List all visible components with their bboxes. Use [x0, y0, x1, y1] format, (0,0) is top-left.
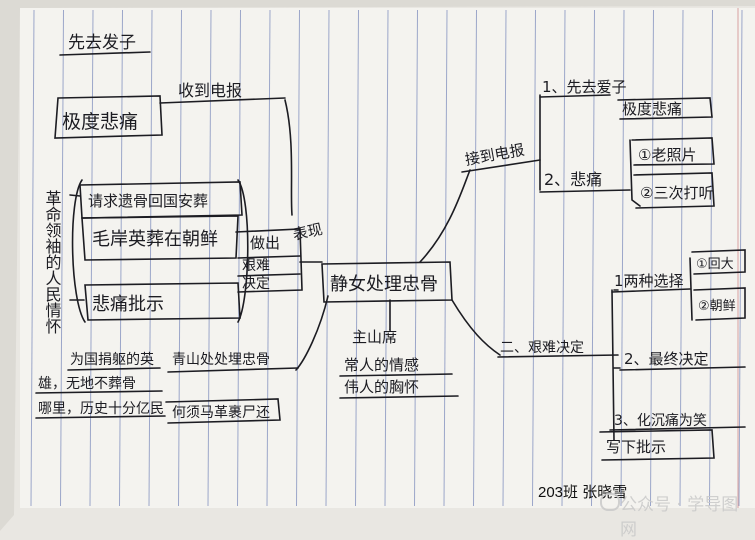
- ruled-line: [266, 9, 271, 507]
- bracket-r5-r6: [629, 139, 641, 207]
- ruled-line: [591, 9, 595, 507]
- underline-r12: [609, 426, 746, 431]
- underline-l15: [167, 367, 299, 373]
- text-l6: 悲痛批示: [92, 294, 164, 315]
- connector-center-r1: [419, 169, 471, 263]
- text-r8: 1两种选择: [614, 272, 684, 290]
- text-l12: 为国捐躯的英: [70, 351, 154, 368]
- text-b2: 常人的情感: [344, 356, 419, 374]
- text-l11: 革命领袖的人民情怀: [43, 190, 62, 334]
- text-r6: ②三次打听: [640, 184, 713, 202]
- connector-l3-l7: [284, 99, 293, 216]
- text-l13: 雄，无地不葬骨: [38, 376, 136, 392]
- ruled-line: [502, 9, 507, 507]
- box-r4: [539, 189, 631, 193]
- box-l2: [54, 95, 163, 139]
- ruled-line: [473, 9, 477, 507]
- text-b3: 伟人的胸怀: [344, 378, 419, 396]
- underline-r7: [497, 354, 619, 358]
- text-l4: 请求遗骨回国安葬: [88, 192, 208, 210]
- connector-center-bottom-left: [295, 295, 329, 371]
- bracket-right: [237, 179, 249, 323]
- ruled-line: [650, 9, 654, 507]
- underline-l13: [35, 390, 163, 394]
- text-r3: 极度悲痛: [622, 100, 682, 118]
- bracket-left: [71, 179, 86, 323]
- ruled-line: [679, 9, 684, 507]
- text-l3: 收到电报: [178, 81, 242, 100]
- text-r4: 2、悲痛: [544, 170, 602, 189]
- ruled-line: [60, 9, 64, 507]
- connector-l10-l11: [69, 194, 85, 301]
- text-l8: 艰难: [242, 258, 270, 274]
- text-l2: 极度悲痛: [62, 111, 138, 133]
- ruled-line: [148, 9, 153, 507]
- underline-r11: [619, 366, 746, 371]
- text-r11: 2、最终决定: [624, 350, 709, 368]
- ruled-line: [30, 9, 35, 507]
- text-l5: 毛岸英葬在朝鲜: [92, 229, 218, 250]
- ruled-line: [738, 9, 743, 507]
- ruled-line: [414, 9, 418, 507]
- ruled-lines: [30, 9, 743, 507]
- box-r9: [691, 249, 746, 275]
- underline-l1: [59, 51, 151, 56]
- ruled-line: [296, 9, 300, 507]
- box-r5: [631, 137, 715, 166]
- underline-r2: [539, 94, 611, 98]
- text-r9: ①回大: [696, 257, 734, 272]
- divider-l9: [237, 273, 301, 277]
- text-l14: 哪里，历史十分亿民: [38, 401, 164, 417]
- line-l3: [159, 97, 286, 104]
- ruled-line: [443, 9, 448, 507]
- ruled-line: [620, 9, 625, 507]
- box-r13: [599, 429, 715, 461]
- ruled-line: [384, 9, 389, 507]
- bracket-r9-r10: [689, 257, 693, 321]
- box-r10: [693, 287, 746, 321]
- ruled-line: [561, 9, 566, 507]
- divider-l8: [237, 255, 301, 259]
- text-r12: 3、化沉痛为笑: [614, 412, 707, 429]
- ruled-line: [709, 9, 713, 507]
- ruled-line: [532, 9, 536, 507]
- box-l5: [81, 215, 239, 261]
- underline-l12: [67, 367, 161, 371]
- text-r13: 写下批示: [606, 438, 666, 456]
- wechat-icon: [600, 493, 620, 511]
- ruled-line: [355, 9, 359, 507]
- ruled-line: [325, 9, 330, 507]
- text-l1: 先去发子: [68, 33, 136, 53]
- text-l16: 何须马革裹尸还: [172, 405, 270, 421]
- text-r7: 二、艰难决定: [500, 340, 584, 356]
- text-r10: ②朝鲜: [698, 299, 736, 314]
- text-l15: 青山处处埋忠骨: [172, 352, 270, 368]
- center-topic: 静女处理忠骨: [330, 274, 438, 295]
- box-l7-l9: [235, 228, 303, 293]
- box-l4: [79, 181, 243, 219]
- text-b1: 主山席: [352, 328, 397, 346]
- box-l16: [165, 398, 281, 424]
- underline-r1: [461, 159, 541, 173]
- box-r3: [617, 97, 713, 120]
- underline-l14: [35, 415, 166, 419]
- watermark: 公众号 · 学导图网: [620, 495, 739, 540]
- underline-b2: [339, 373, 453, 377]
- text-l7: 做出: [250, 234, 280, 252]
- ruled-line: [119, 9, 123, 507]
- ruled-line: [89, 9, 94, 507]
- connector-center-r7: [451, 299, 501, 356]
- text-l9: 决定: [242, 276, 270, 292]
- text-r2: 1、先去爱子: [542, 78, 627, 96]
- branch-r8-r13: [611, 289, 621, 441]
- underline-b3: [339, 395, 459, 399]
- underline-r8: [611, 288, 691, 293]
- text-l10: 表现: [291, 220, 324, 244]
- box-r6: [633, 172, 715, 209]
- text-r5: ①老照片: [638, 146, 696, 164]
